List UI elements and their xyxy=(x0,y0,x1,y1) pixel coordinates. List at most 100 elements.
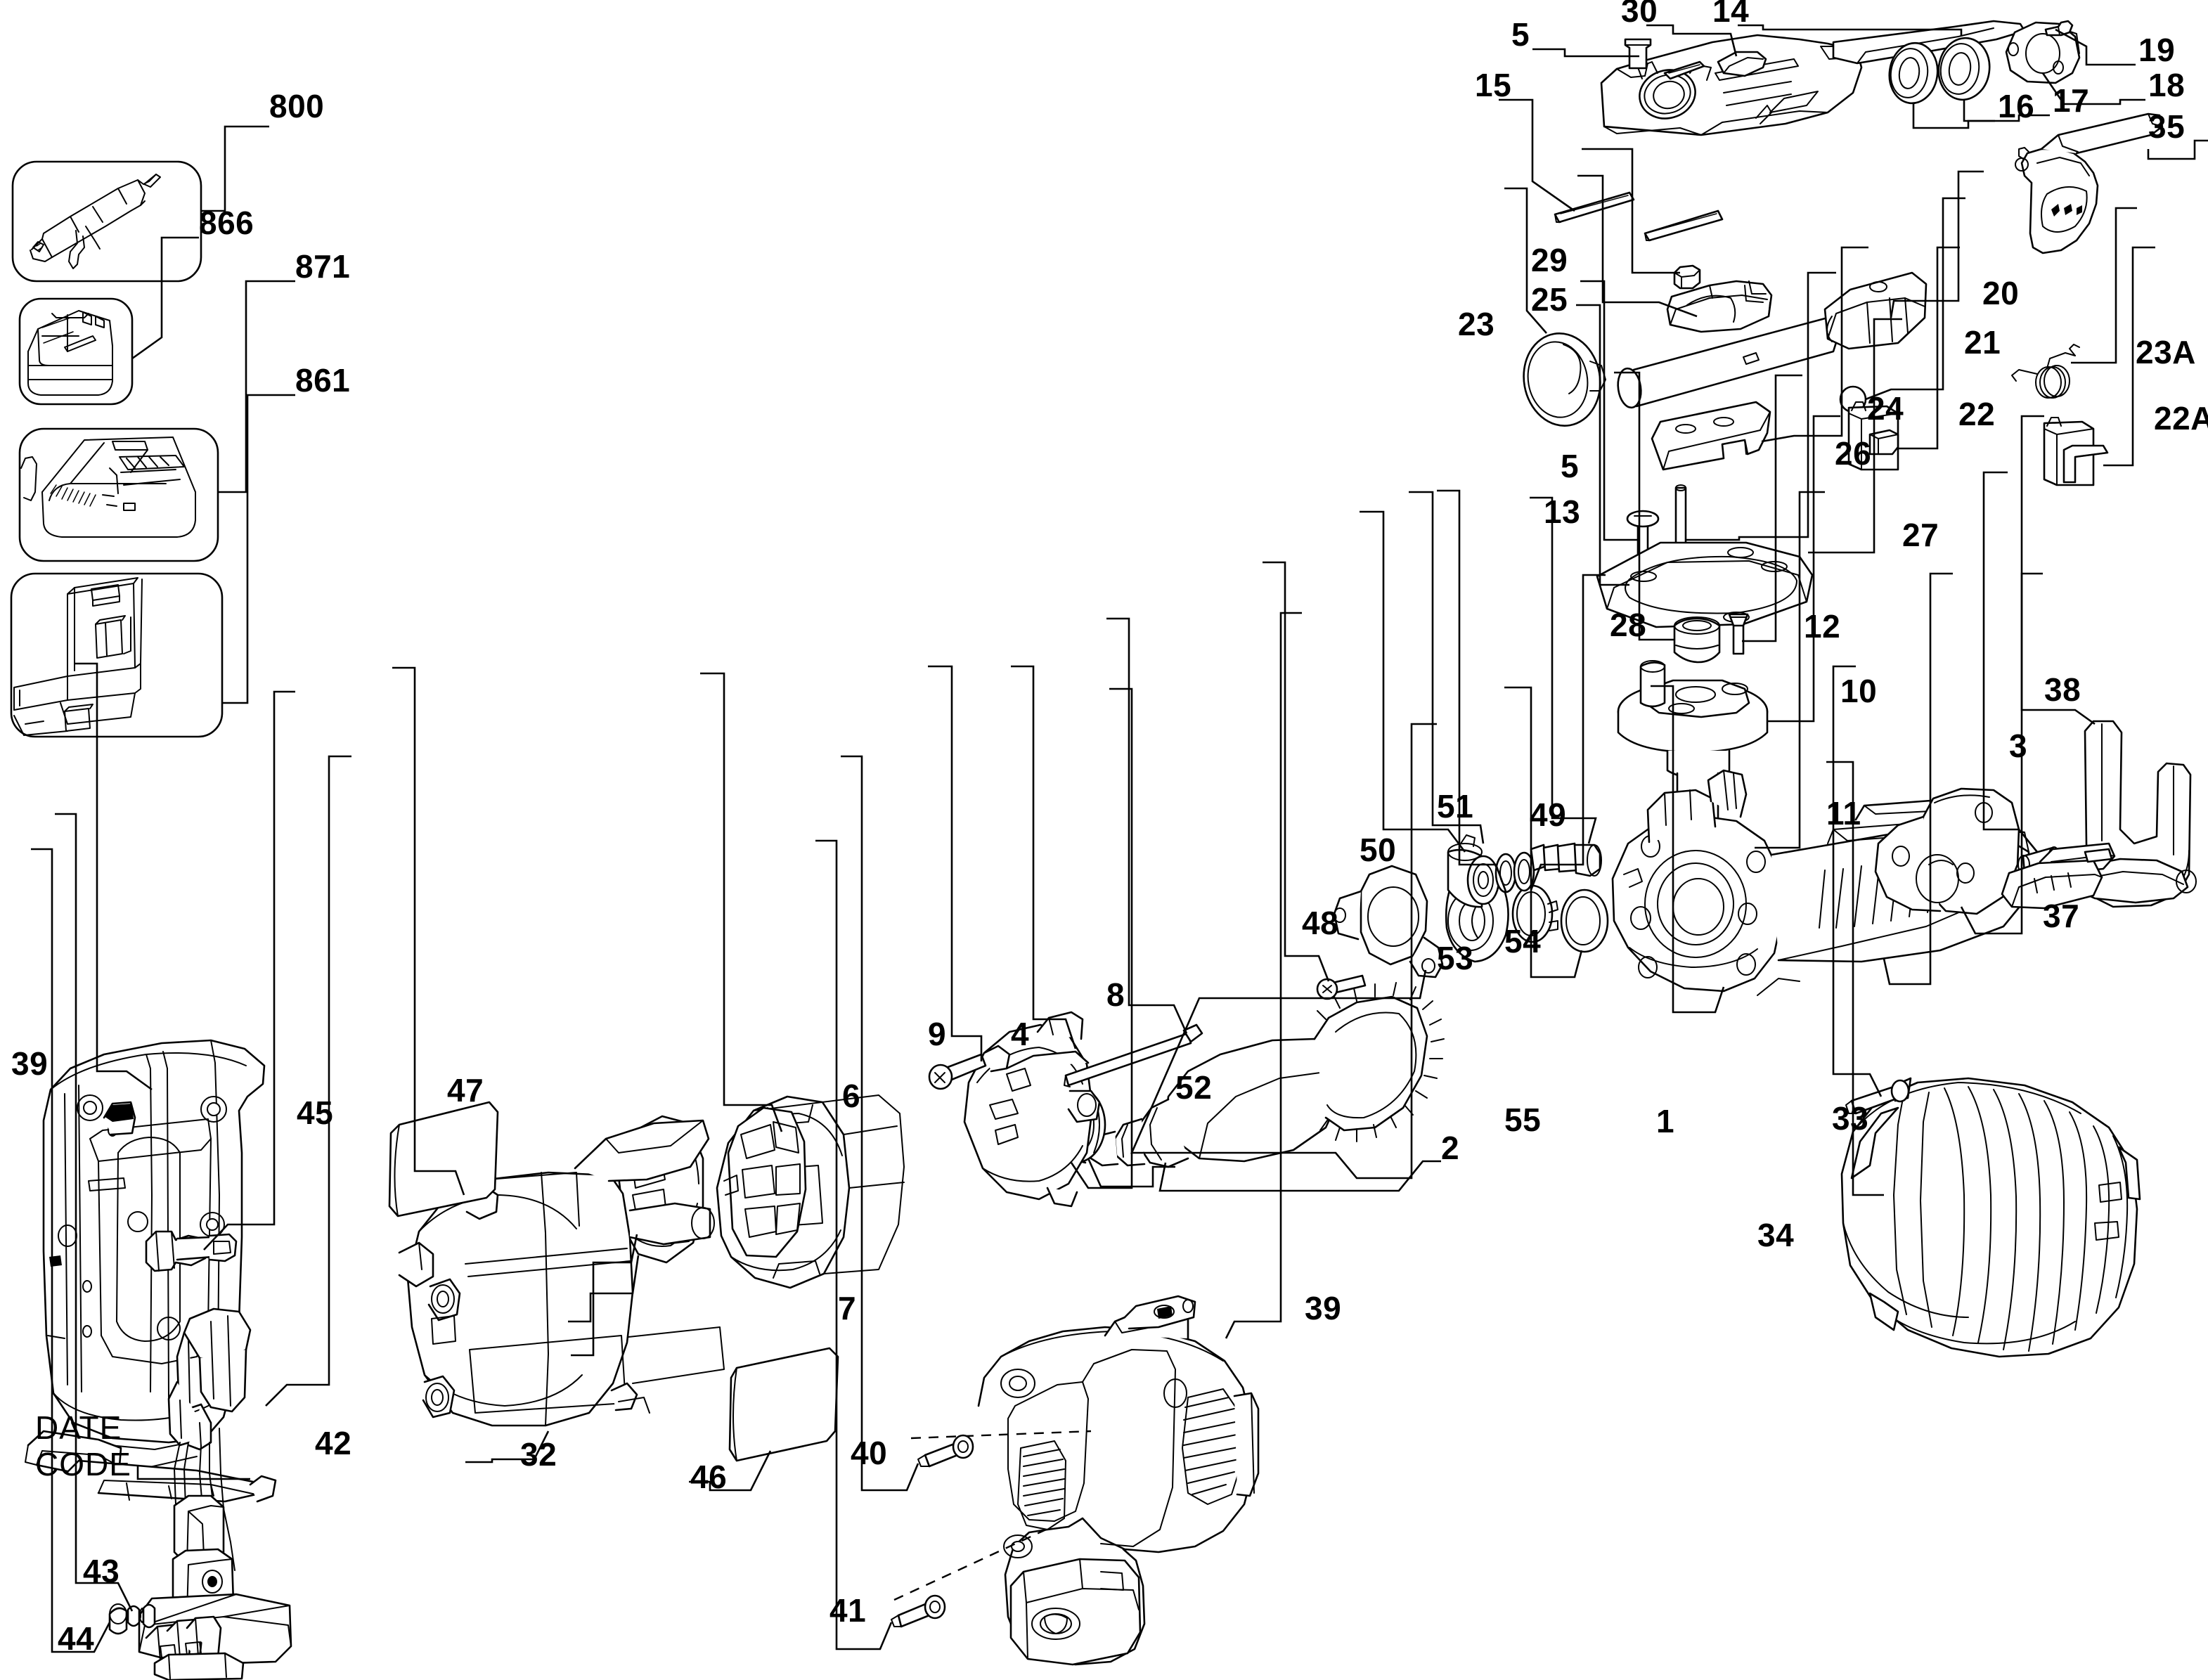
callout-33: 33 xyxy=(1832,1100,1869,1137)
callout-14: 14 xyxy=(1712,0,1750,29)
spring-43 xyxy=(127,1603,156,1629)
button-30 xyxy=(1717,51,1767,77)
callout-42: 42 xyxy=(315,1425,352,1461)
callout-47: 47 xyxy=(447,1072,484,1109)
callout-25: 25 xyxy=(1531,281,1568,318)
callout-44: 44 xyxy=(58,1620,95,1657)
callout-11: 11 xyxy=(1826,795,1861,832)
callout-32: 32 xyxy=(520,1436,557,1473)
shoe-assembly-38 xyxy=(2001,720,2197,910)
through-bolt-8 xyxy=(1064,1023,1203,1087)
callout-22: 22 xyxy=(1958,396,1996,432)
handle-housing-half-39-right xyxy=(893,1295,1260,1666)
callout-871: 871 xyxy=(295,248,351,285)
screw-40 xyxy=(917,1434,974,1468)
callout-40: 40 xyxy=(851,1435,888,1471)
callout-53: 53 xyxy=(1437,940,1474,976)
screw-9 xyxy=(928,1053,987,1090)
brush-holder-plate-4 xyxy=(963,1011,1101,1208)
callout-26: 26 xyxy=(1835,435,1872,472)
callout-17: 17 xyxy=(2053,82,2090,119)
gasket-27 xyxy=(1596,541,1814,628)
callout-27: 27 xyxy=(1902,517,1939,553)
bushing-28 xyxy=(1673,616,1721,664)
callout-12: 12 xyxy=(1804,608,1841,645)
callout-3: 3 xyxy=(2009,728,2028,764)
callout-866: 866 xyxy=(199,205,254,241)
callout-800: 800 xyxy=(269,88,325,124)
callout-55: 55 xyxy=(1504,1101,1542,1138)
switch-assembly-42 xyxy=(138,1307,292,1680)
washer-17 xyxy=(1937,37,1991,101)
callout-30: 30 xyxy=(1621,0,1658,29)
callout-45: 45 xyxy=(297,1094,334,1131)
callout-54: 54 xyxy=(1504,923,1542,959)
callout-37: 37 xyxy=(2043,898,2080,934)
label-47 xyxy=(388,1101,499,1217)
callout-20: 20 xyxy=(1982,275,2020,311)
callout-38: 38 xyxy=(2044,671,2081,708)
callout-5-bottom: 5 xyxy=(1561,448,1580,484)
callout-16: 16 xyxy=(1998,88,2035,124)
accessory-box-866 xyxy=(18,297,134,406)
callout-15: 15 xyxy=(1475,67,1512,103)
callout-4: 4 xyxy=(1011,1016,1030,1052)
callout-10: 10 xyxy=(1840,673,1878,709)
armature-2 xyxy=(1069,982,1445,1168)
lock-off-button-45 xyxy=(145,1230,238,1272)
callout-51: 51 xyxy=(1437,788,1474,825)
washer-51 xyxy=(1494,851,1535,893)
o-ring-55 xyxy=(1560,889,1609,953)
callout-50: 50 xyxy=(1360,832,1397,868)
cap-44 xyxy=(108,1603,128,1635)
spindle-49 xyxy=(1530,842,1602,877)
callout-7: 7 xyxy=(838,1290,857,1326)
accessory-box-871 xyxy=(18,427,219,562)
callout-23a: 23A xyxy=(2136,334,2196,370)
yoke-plate xyxy=(1333,865,1444,978)
accessory-box-800 xyxy=(11,160,202,283)
callout-5-top: 5 xyxy=(1511,16,1530,53)
callout-48: 48 xyxy=(1302,905,1339,941)
washer-16 xyxy=(1888,41,1939,105)
bar-30b xyxy=(1663,60,1705,80)
callout-49: 49 xyxy=(1530,796,1567,833)
motor-housing-32 xyxy=(398,1119,725,1427)
callout-19: 19 xyxy=(2138,32,2176,68)
retaining-ring-23 xyxy=(1523,332,1606,427)
screw-5-top xyxy=(1624,38,1652,70)
screw-48 xyxy=(1316,974,1367,1000)
callout-18: 18 xyxy=(2148,67,2186,103)
callout-1: 1 xyxy=(1656,1103,1675,1139)
callout-21: 21 xyxy=(1964,324,2001,361)
callout-861: 861 xyxy=(295,362,351,399)
callout-35: 35 xyxy=(2148,108,2186,145)
callout-41: 41 xyxy=(829,1592,867,1629)
pin-15 xyxy=(1554,191,1635,224)
callout-46: 46 xyxy=(690,1459,728,1495)
label-46 xyxy=(728,1347,839,1462)
screw-41 xyxy=(891,1594,946,1628)
pin-15b xyxy=(1644,209,1724,242)
plunger-tube-20 xyxy=(1617,271,1928,409)
screw-12 xyxy=(1728,613,1749,655)
callout-13: 13 xyxy=(1544,493,1581,530)
stator-ring xyxy=(723,1106,807,1258)
callout-52: 52 xyxy=(1175,1069,1213,1106)
callout-23: 23 xyxy=(1458,306,1495,342)
accessory-box-861 xyxy=(10,572,224,738)
switch-actuator-22a xyxy=(2043,417,2109,486)
trigger-35 xyxy=(2015,112,2164,254)
callout-28: 28 xyxy=(1610,607,1647,643)
callout-43: 43 xyxy=(83,1553,120,1589)
clamp-block-25 xyxy=(1666,280,1773,333)
torsion-spring-23a xyxy=(2011,344,2080,399)
callout-2: 2 xyxy=(1441,1130,1460,1166)
shoe-plate-37 xyxy=(1874,787,2020,915)
callout-39-left: 39 xyxy=(11,1045,49,1082)
callout-6: 6 xyxy=(842,1078,861,1114)
callout-8: 8 xyxy=(1106,976,1125,1013)
callout-24: 24 xyxy=(1867,390,1904,427)
